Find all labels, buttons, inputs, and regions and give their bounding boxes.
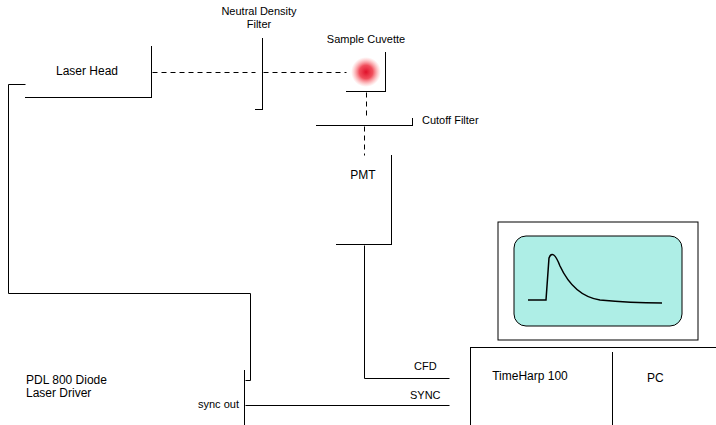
filter-plate: Cutoff Filter bbox=[316, 118, 413, 126]
laser-head-box: Laser Head bbox=[25, 46, 152, 98]
pc-case: PCTimeHarp 100 bbox=[470, 347, 716, 425]
fluorescence-glow bbox=[351, 57, 381, 87]
cuvette-box: Sample Cuvette bbox=[346, 52, 386, 92]
port-label: SYNC bbox=[410, 389, 441, 402]
node-label: Laser Head bbox=[56, 65, 118, 78]
node-label: Cutoff Filter bbox=[422, 114, 479, 127]
node-label: PDL 800 Diode Laser Driver bbox=[26, 374, 138, 400]
light-path bbox=[264, 72, 347, 73]
light-path bbox=[153, 72, 256, 73]
node-label: PMT bbox=[336, 169, 390, 182]
port-label: sync out bbox=[198, 398, 239, 411]
light-path bbox=[364, 127, 365, 156]
signal-cable bbox=[9, 85, 251, 381]
detector-box: PMT bbox=[336, 155, 392, 245]
port-label: CFD bbox=[414, 360, 437, 373]
signal-cable bbox=[246, 405, 450, 406]
node-label: TimeHarp 100 bbox=[449, 370, 611, 383]
decay-curve bbox=[528, 254, 662, 303]
node-label: PC bbox=[647, 372, 664, 385]
card-box: TimeHarp 100 bbox=[449, 352, 613, 425]
driver-box: PDL 800 Diode Laser Driver sync out bbox=[14, 370, 245, 425]
node-label: Neutral Density Filter bbox=[213, 5, 305, 31]
filter-plate: Neutral Density Filter bbox=[255, 38, 263, 110]
light-path bbox=[366, 93, 367, 119]
node-label: Sample Cuvette bbox=[316, 33, 416, 46]
monitor-frame bbox=[498, 222, 698, 340]
signal-cable bbox=[365, 246, 450, 379]
monitor-screen bbox=[514, 236, 682, 326]
